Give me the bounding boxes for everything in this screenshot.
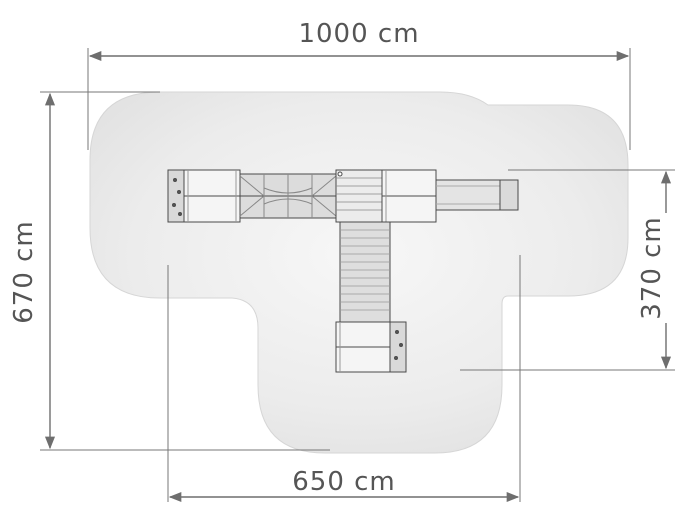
right-height-label: 370 cm [637, 216, 667, 320]
top-width-label: 1000 cm [298, 19, 419, 49]
left-height-label: 670 cm [9, 220, 39, 324]
bottom-end-panel [389, 321, 407, 373]
central-tower [335, 169, 383, 223]
extension-lines [40, 48, 675, 502]
play-structure [167, 169, 519, 373]
ramp [339, 221, 391, 323]
bottom-width-label: 650 cm [292, 467, 396, 497]
